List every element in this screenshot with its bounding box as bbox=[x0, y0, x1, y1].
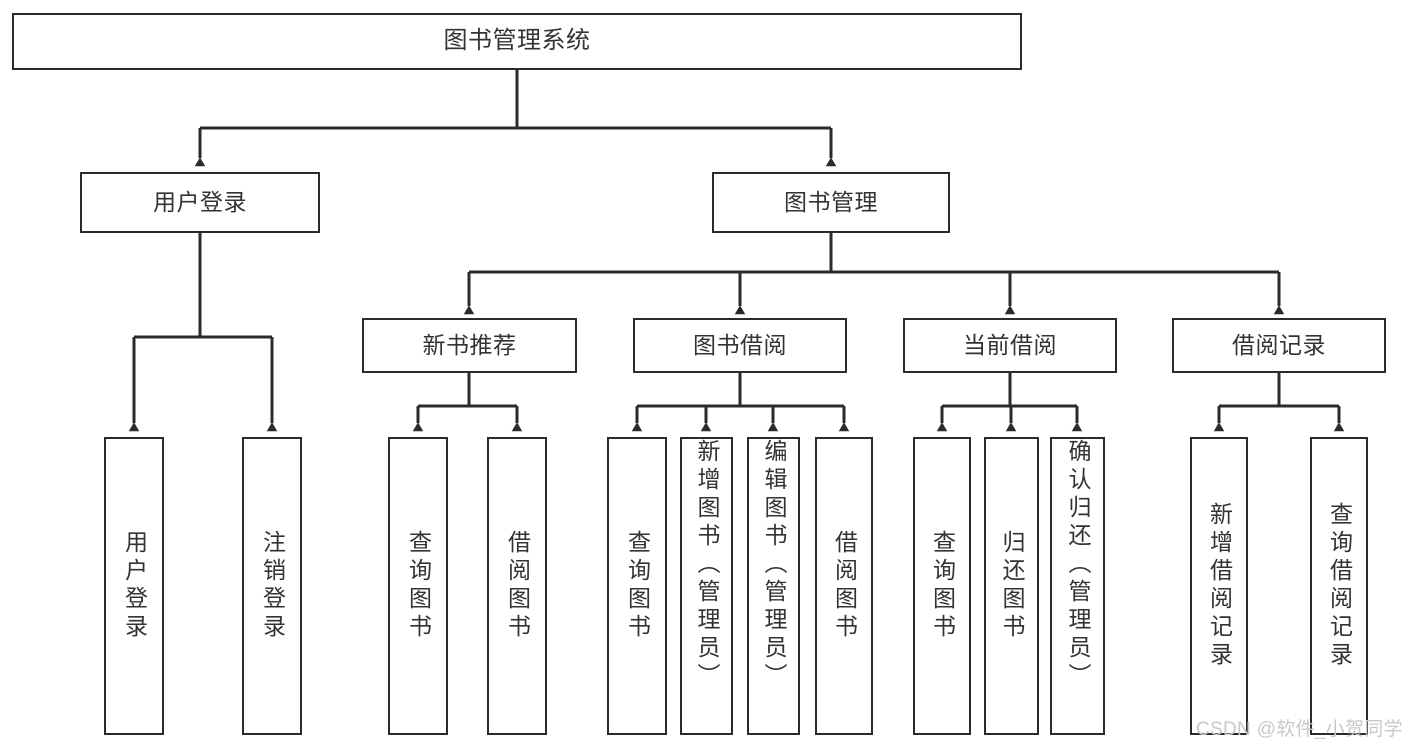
leaf-query-borrow-record[interactable]: 查询借阅记录 bbox=[1310, 437, 1368, 735]
leaf-query-book-3[interactable]: 查询图书 bbox=[913, 437, 971, 735]
leaf-borrow-book-2-label: 借阅图书 bbox=[831, 530, 858, 642]
leaf-return-book-label: 归还图书 bbox=[999, 530, 1025, 642]
user-login-connectors bbox=[128, 233, 278, 432]
leaf-query-book-2[interactable]: 查询图书 bbox=[607, 437, 667, 735]
node-user-login[interactable]: 用户登录 bbox=[80, 172, 320, 233]
node-new-book-recommend[interactable]: 新书推荐 bbox=[362, 318, 577, 373]
node-current-borrow[interactable]: 当前借阅 bbox=[903, 318, 1117, 373]
node-user-login-label: 用户登录 bbox=[153, 188, 247, 215]
node-book-borrow-label: 图书借阅 bbox=[693, 331, 787, 358]
node-book-management-label: 图书管理 bbox=[784, 188, 878, 215]
node-book-management[interactable]: 图书管理 bbox=[712, 172, 950, 233]
node-borrow-record-label: 借阅记录 bbox=[1232, 331, 1326, 358]
current-borrow-connectors bbox=[936, 373, 1083, 432]
book-borrow-connectors bbox=[631, 373, 850, 432]
leaf-borrow-book-1[interactable]: 借阅图书 bbox=[487, 437, 547, 735]
node-book-borrow[interactable]: 图书借阅 bbox=[633, 318, 847, 373]
leaf-borrow-book-1-label: 借阅图书 bbox=[504, 530, 531, 642]
leaf-edit-book-label: 编辑图书（管理员） bbox=[761, 439, 787, 691]
root-connectors bbox=[194, 70, 837, 167]
new-book-recommend-connectors bbox=[412, 373, 523, 432]
node-borrow-record[interactable]: 借阅记录 bbox=[1172, 318, 1386, 373]
leaf-add-book[interactable]: 新增图书（管理员） bbox=[680, 437, 733, 735]
node-root[interactable]: 图书管理系统 bbox=[12, 13, 1022, 70]
node-new-book-recommend-label: 新书推荐 bbox=[422, 331, 517, 358]
leaf-user-login[interactable]: 用户登录 bbox=[104, 437, 164, 735]
node-root-label: 图书管理系统 bbox=[443, 27, 591, 55]
leaf-query-book-1[interactable]: 查询图书 bbox=[388, 437, 448, 735]
leaf-borrow-book-2[interactable]: 借阅图书 bbox=[815, 437, 873, 735]
leaf-add-borrow-record[interactable]: 新增借阅记录 bbox=[1190, 437, 1248, 735]
leaf-query-borrow-record-label: 查询借阅记录 bbox=[1326, 502, 1353, 670]
leaf-confirm-return[interactable]: 确认归还（管理员） bbox=[1050, 437, 1105, 735]
leaf-user-login-label: 用户登录 bbox=[121, 530, 148, 642]
csdn-watermark: CSDN @软件_小贺同学 bbox=[1196, 719, 1403, 740]
leaf-confirm-return-label: 确认归还（管理员） bbox=[1065, 439, 1091, 691]
leaf-query-book-3-label: 查询图书 bbox=[929, 530, 956, 642]
leaf-add-borrow-record-label: 新增借阅记录 bbox=[1206, 502, 1233, 670]
node-current-borrow-label: 当前借阅 bbox=[963, 331, 1057, 358]
leaf-logout[interactable]: 注销登录 bbox=[242, 437, 302, 735]
borrow-record-connectors bbox=[1213, 373, 1345, 432]
leaf-return-book[interactable]: 归还图书 bbox=[984, 437, 1039, 735]
leaf-logout-label: 注销登录 bbox=[259, 530, 286, 642]
book-management-connectors bbox=[463, 233, 1285, 315]
leaf-edit-book[interactable]: 编辑图书（管理员） bbox=[747, 437, 800, 735]
leaf-query-book-2-label: 查询图书 bbox=[624, 530, 651, 642]
leaf-query-book-1-label: 查询图书 bbox=[405, 530, 432, 642]
leaf-add-book-label: 新增图书（管理员） bbox=[694, 439, 720, 691]
